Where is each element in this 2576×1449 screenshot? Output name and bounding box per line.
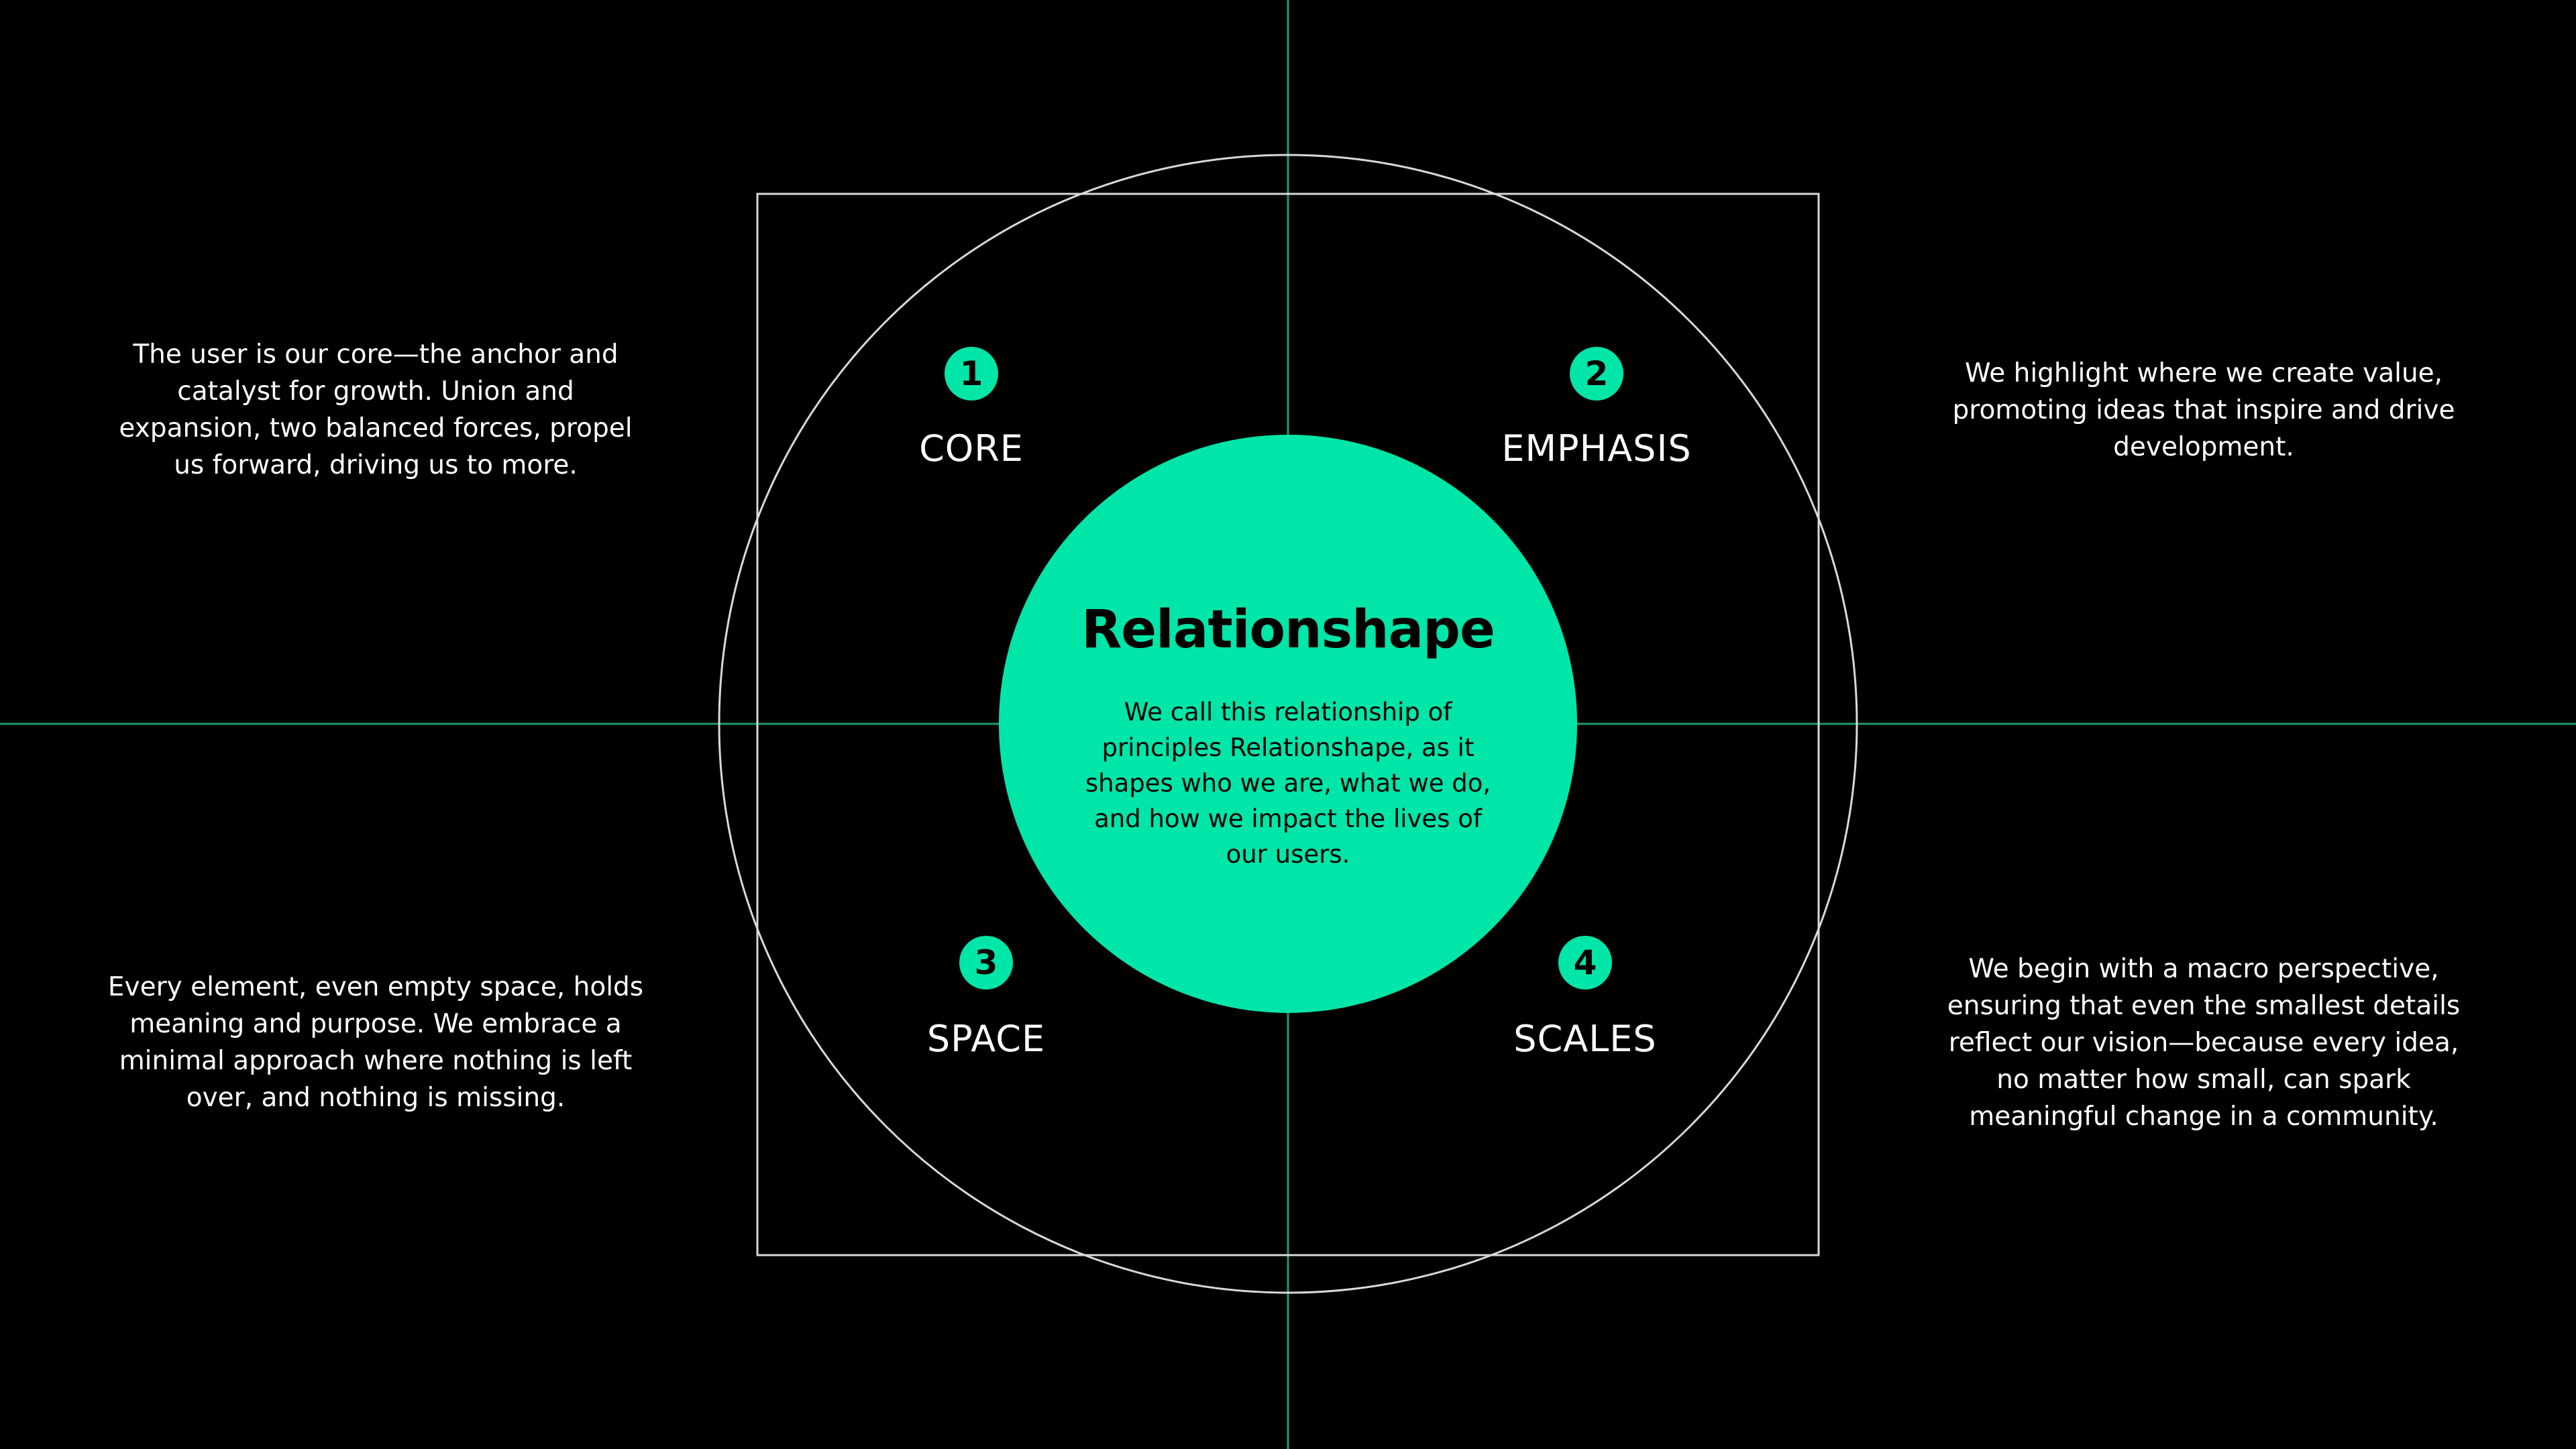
description-core: The user is our core—the anchor and cata… [119, 339, 633, 480]
center-circle [999, 435, 1577, 1013]
label-scales: SCALES [1513, 1018, 1657, 1060]
number-badge-1: 1 [945, 347, 998, 400]
label-space: SPACE [926, 1018, 1046, 1060]
label-core: CORE [919, 427, 1024, 470]
center-title: Relationshape [1081, 600, 1495, 660]
outline-square [756, 193, 1820, 1256]
center-description: We call this relationship of principles … [1085, 698, 1491, 869]
number-badge-3: 3 [959, 936, 1013, 989]
label-emphasis: EMPHASIS [1501, 427, 1692, 470]
number-badge-4: 4 [1558, 936, 1612, 989]
number-badge-2: 2 [1570, 347, 1623, 400]
description-space: Every element, even empty space, holds m… [107, 972, 644, 1113]
outline-circle [718, 154, 1858, 1294]
description-scales: We begin with a macro perspective, ensur… [1947, 954, 2461, 1132]
description-emphasis: We highlight where we create value, prom… [1952, 358, 2455, 462]
